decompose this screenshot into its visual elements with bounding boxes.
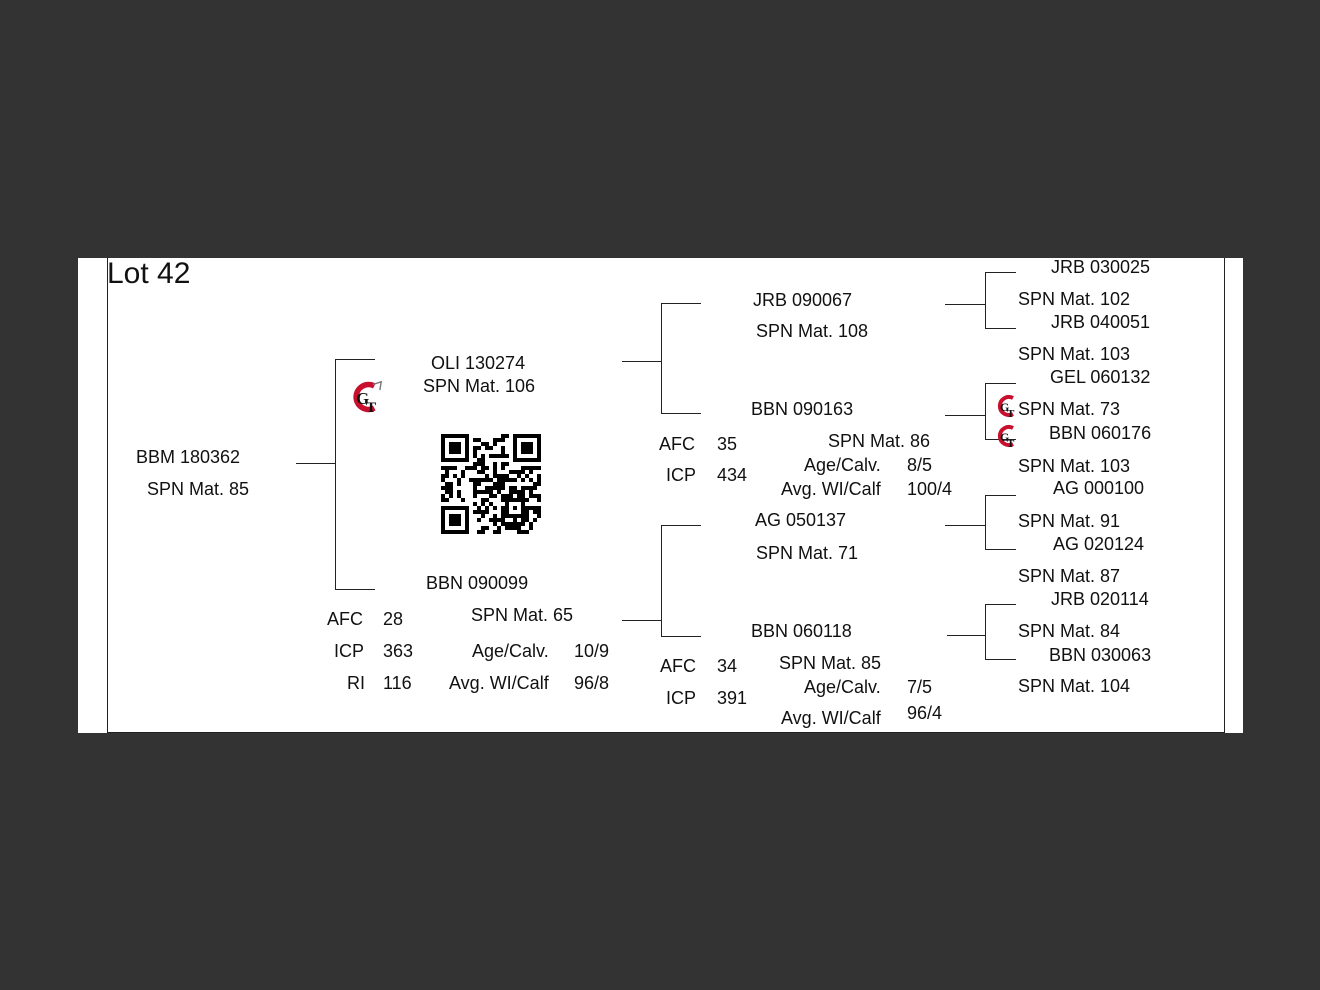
ggp-6-id: AG 020124 <box>1053 534 1145 554</box>
sire-sire-id: JRB 090067 <box>753 290 853 310</box>
connector <box>985 604 1016 605</box>
connector <box>985 549 1016 550</box>
connector <box>985 495 1016 496</box>
subject-mat: SPN Mat. 85 <box>147 479 250 499</box>
ggp-3-id: GEL 060132 <box>1050 367 1151 387</box>
connector <box>335 589 375 590</box>
svg-text:G: G <box>1000 400 1009 414</box>
ggp-8-id: BBN 030063 <box>1049 645 1152 665</box>
dam-dam-id: BBN 060118 <box>751 621 852 641</box>
dam-sire-mat: SPN Mat. 71 <box>756 543 859 563</box>
svg-text:G: G <box>1000 430 1009 444</box>
connector <box>985 272 1016 273</box>
connector <box>985 383 986 440</box>
dam-sire-id: AG 050137 <box>755 510 847 530</box>
ggp-5-id: AG 000100 <box>1053 478 1145 498</box>
connector <box>661 525 701 526</box>
dam-ri-label: RI <box>347 673 365 693</box>
left-border <box>107 258 108 733</box>
sire-id: OLI 130274 <box>431 353 526 373</box>
dam-dam-afc-label: AFC <box>660 656 696 676</box>
ggp-8-mat: SPN Mat. 104 <box>1018 676 1131 696</box>
ggp-1-mat: SPN Mat. 102 <box>1018 289 1131 309</box>
ggp-7-mat: SPN Mat. 84 <box>1018 621 1121 641</box>
connector <box>661 636 701 637</box>
connector <box>985 659 1016 660</box>
dam-afc-label: AFC <box>327 609 363 629</box>
dam-dam-afc-value: 34 <box>717 656 738 676</box>
connector <box>985 604 986 660</box>
ggp-3-mat: SPN Mat. 73 <box>1018 399 1121 419</box>
dam-dam-icp-label: ICP <box>666 688 697 708</box>
sire-sire-mat: SPN Mat. 108 <box>756 321 869 341</box>
sire-dam-id: BBN 090163 <box>751 399 854 419</box>
sire-dam-afc-label: AFC <box>659 434 695 454</box>
connector <box>945 525 986 526</box>
connector <box>335 359 336 590</box>
dam-dam-wi-value: 96/4 <box>907 703 943 723</box>
dam-wi-label: Avg. WI/Calf <box>449 673 549 693</box>
connector <box>622 361 662 362</box>
connector <box>661 413 701 414</box>
sire-dam-agecalv-value: 8/5 <box>907 455 933 475</box>
connector <box>335 359 375 360</box>
qr-code-icon <box>441 434 541 534</box>
right-border <box>1224 258 1225 733</box>
dam-agecalv-value: 10/9 <box>574 641 610 661</box>
ggp-2-id: JRB 040051 <box>1051 312 1151 332</box>
connector <box>661 525 662 637</box>
dam-icp-value: 363 <box>383 641 414 661</box>
dam-dam-icp-value: 391 <box>717 688 748 708</box>
dam-wi-value: 96/8 <box>574 673 610 693</box>
ggp-7-id: JRB 020114 <box>1051 589 1149 609</box>
ggp-1-id: JRB 030025 <box>1051 257 1151 277</box>
dam-agecalv-label: Age/Calv. <box>472 641 549 661</box>
connector <box>985 495 986 550</box>
connector <box>296 463 336 464</box>
subject-id: BBM 180362 <box>136 447 241 467</box>
bottom-border <box>107 732 1225 733</box>
svg-text:G: G <box>356 389 369 408</box>
dam-dam-agecalv-label: Age/Calv. <box>804 677 881 697</box>
sire-dam-icp-label: ICP <box>666 465 697 485</box>
lot-title: Lot 42 <box>107 257 191 290</box>
connector <box>985 328 1016 329</box>
gt-badge-icon: G T <box>997 425 1015 449</box>
dam-icp-label: ICP <box>334 641 365 661</box>
dam-dam-agecalv-value: 7/5 <box>907 677 933 697</box>
sire-dam-wi-label: Avg. WI/Calf <box>781 479 881 499</box>
gt-badge-icon: G T <box>997 395 1015 419</box>
connector <box>985 272 986 329</box>
svg-text:T: T <box>366 399 376 415</box>
dam-dam-wi-label: Avg. WI/Calf <box>781 708 881 728</box>
pedigree-document: Lot 42 BBM 180362 SPN Mat. 85 G T OLI 13… <box>78 257 1243 733</box>
connector <box>622 620 662 621</box>
connector <box>661 303 701 304</box>
ggp-5-mat: SPN Mat. 91 <box>1018 511 1121 531</box>
connector <box>945 415 986 416</box>
dam-id: BBN 090099 <box>426 573 529 593</box>
dam-afc-value: 28 <box>383 609 404 629</box>
sire-dam-icp-value: 434 <box>717 465 748 485</box>
sire-dam-agecalv-label: Age/Calv. <box>804 455 881 475</box>
gt-badge-icon: G T <box>353 380 383 415</box>
dam-dam-mat: SPN Mat. 85 <box>779 653 882 673</box>
ggp-6-mat: SPN Mat. 87 <box>1018 566 1121 586</box>
connector <box>947 635 986 636</box>
sire-dam-afc-value: 35 <box>717 434 738 454</box>
svg-text:T: T <box>1007 408 1015 419</box>
ggp-4-id: BBN 060176 <box>1049 423 1152 443</box>
connector <box>661 303 662 414</box>
ggp-2-mat: SPN Mat. 103 <box>1018 344 1131 364</box>
sire-dam-mat: SPN Mat. 86 <box>828 431 931 451</box>
sire-dam-wi-value: 100/4 <box>907 479 953 499</box>
svg-text:T: T <box>1007 438 1015 449</box>
ggp-4-mat: SPN Mat. 103 <box>1018 456 1131 476</box>
sire-mat: SPN Mat. 106 <box>423 376 536 396</box>
dam-mat: SPN Mat. 65 <box>471 605 574 625</box>
dam-ri-value: 116 <box>383 673 412 693</box>
connector <box>945 304 986 305</box>
connector <box>985 383 1016 384</box>
